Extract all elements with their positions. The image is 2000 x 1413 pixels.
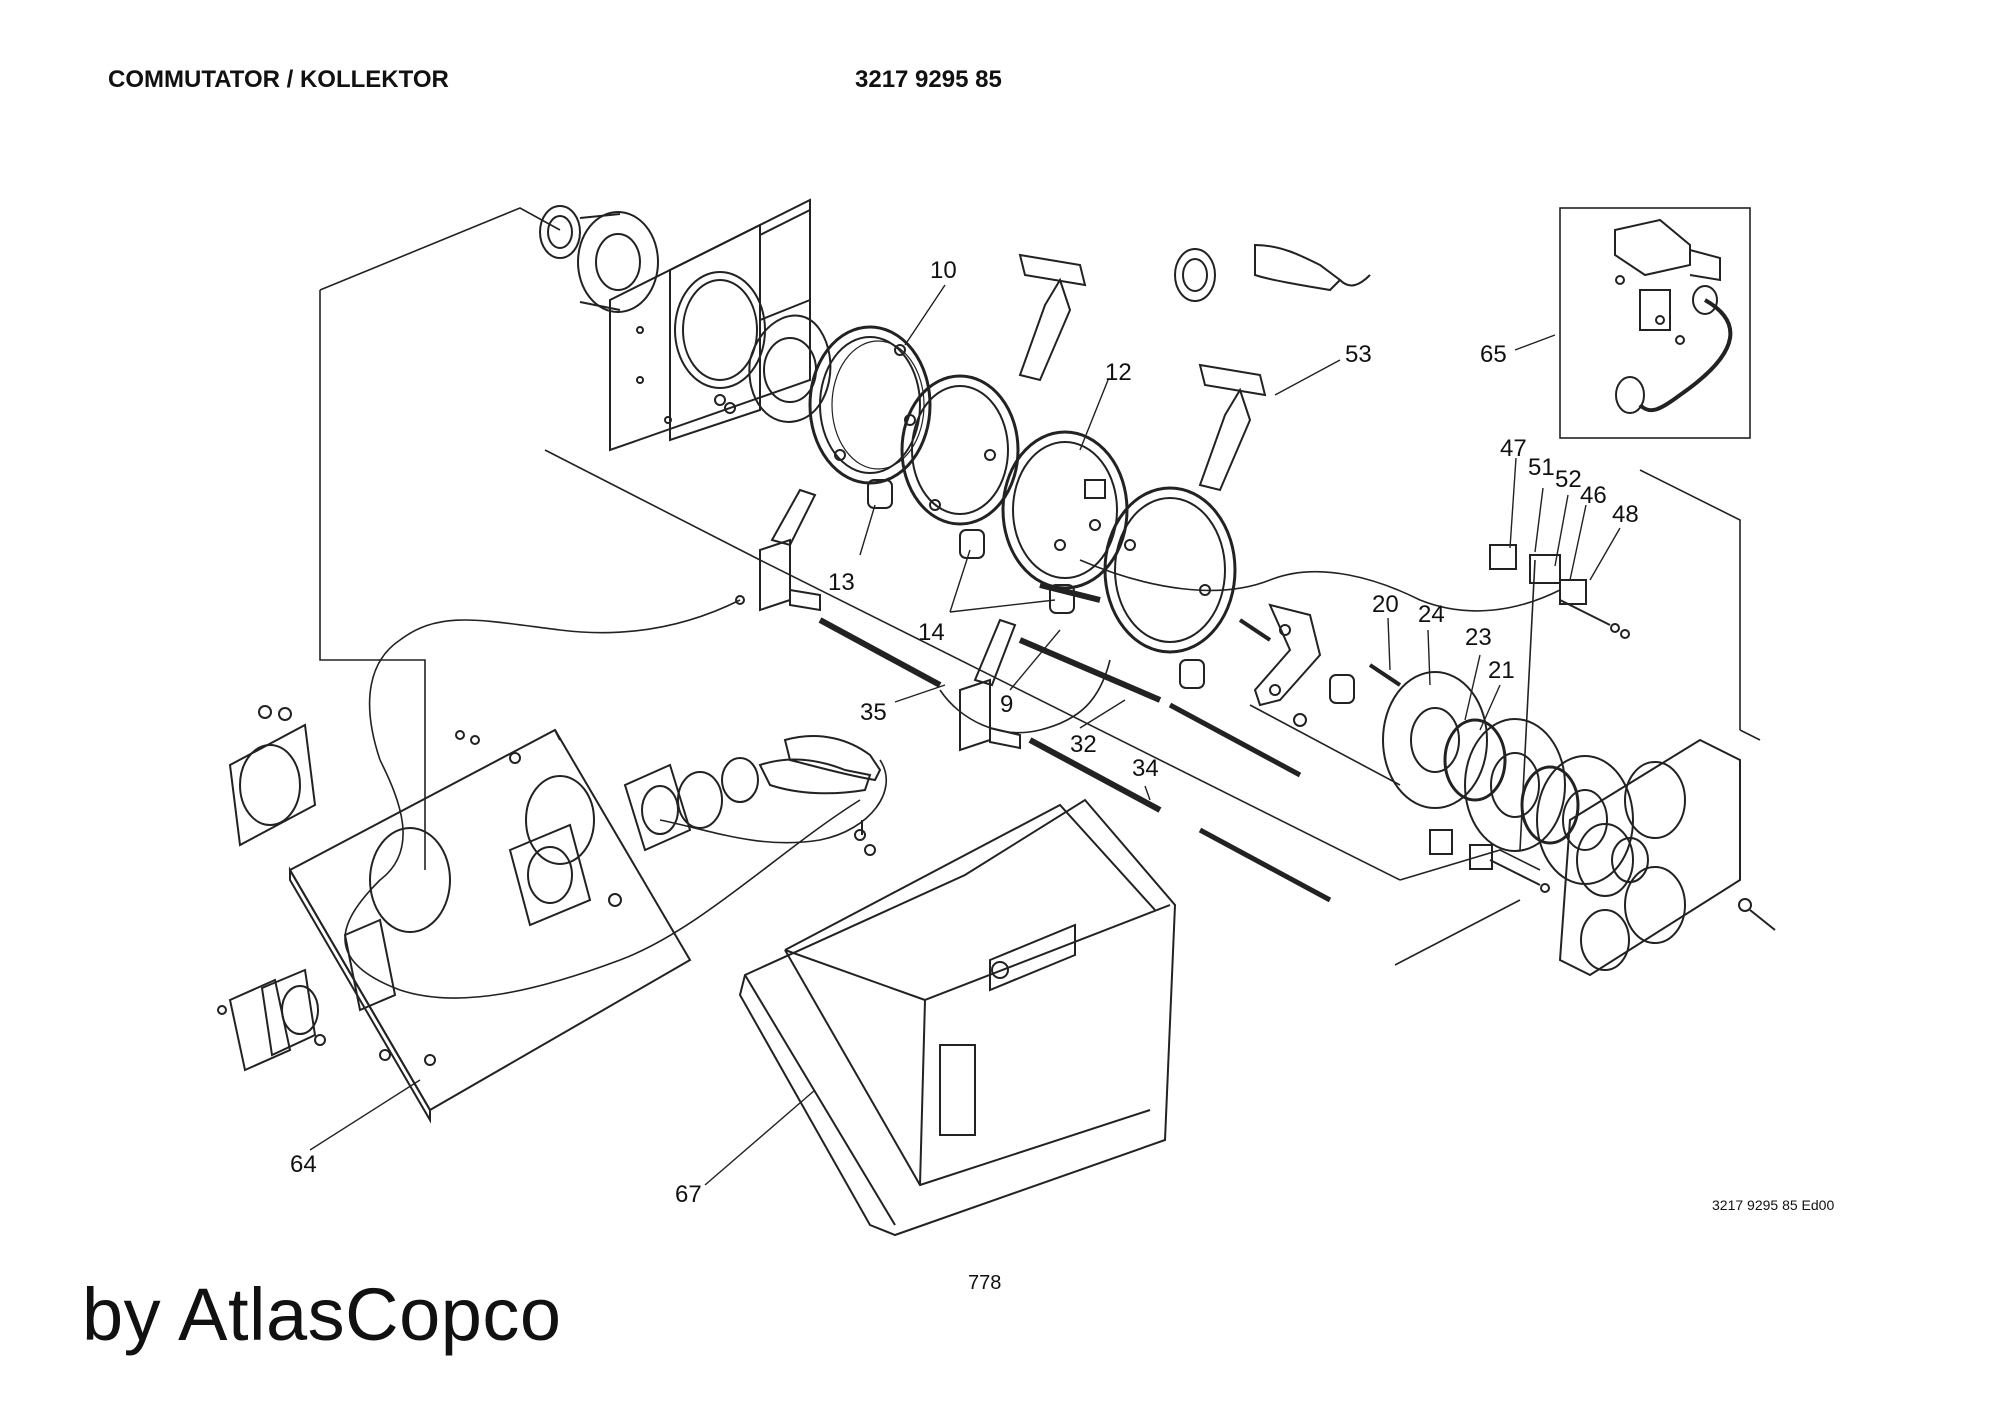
callout-labels: 10 12 13 14 9 35 32 34 53 65 47 51 52 46…: [290, 257, 1639, 1208]
clamp-lower: [1429, 829, 1550, 893]
brake-disk-2: [1464, 718, 1566, 852]
brake-disk-1: [1382, 671, 1488, 809]
callout-34: 34: [1132, 755, 1159, 782]
cables: [344, 559, 1561, 999]
seal-ring-2: [1520, 765, 1580, 845]
callout-12: 12: [1105, 359, 1132, 386]
callout-13: 13: [828, 569, 855, 596]
callout-48: 48: [1612, 501, 1639, 528]
seal-ring-1: [1443, 718, 1507, 802]
callout-14: 14: [918, 619, 945, 646]
slip-ring-2: [900, 374, 1020, 526]
brush-block-right: [1489, 544, 1630, 851]
leader-lines: [309, 284, 1621, 1186]
drawing-reference: 3217 9295 85 Ed00: [1712, 1197, 1835, 1213]
brush-holder-left: [735, 488, 821, 612]
support-bracket: [1253, 603, 1322, 727]
part-number: 3217 9295 85: [855, 66, 1002, 93]
callout-9: 9: [1000, 691, 1013, 718]
callout-20: 20: [1372, 591, 1399, 618]
callout-47: 47: [1500, 435, 1527, 462]
slip-ring-4: [1103, 486, 1237, 654]
brake-disk-3: [1536, 755, 1634, 885]
callout-23: 23: [1465, 624, 1492, 651]
brush-holder-top-1: [1018, 253, 1087, 382]
brush-holder-top-2: [1198, 363, 1267, 492]
flange-plate: [714, 314, 832, 423]
cable-gland-top: [1174, 243, 1371, 302]
shafts: [818, 582, 1402, 903]
brand-watermark: by AtlasCopco: [82, 1273, 562, 1356]
callout-21: 21: [1488, 657, 1515, 684]
slip-ring-3: [1001, 430, 1129, 590]
callout-35: 35: [860, 699, 887, 726]
callout-46: 46: [1580, 482, 1607, 509]
bearing-housing: [539, 205, 659, 313]
callout-32: 32: [1070, 731, 1097, 758]
gasket-plate: [228, 723, 317, 847]
housing-cover: [738, 798, 1177, 1237]
callout-65: 65: [1480, 341, 1507, 368]
gearbox-detail-box: [1559, 207, 1751, 439]
callout-24: 24: [1418, 601, 1445, 628]
callout-52: 52: [1555, 466, 1582, 493]
callout-64: 64: [290, 1151, 317, 1178]
page-title: COMMUTATOR / KOLLEKTOR: [108, 66, 449, 93]
fasteners-left: [258, 705, 876, 1061]
end-plate-right: [1558, 738, 1776, 977]
page-number: 778: [968, 1272, 1002, 1294]
callout-53: 53: [1345, 341, 1372, 368]
flange-mount: [623, 757, 759, 852]
mounting-plate: [609, 198, 811, 452]
cable-gland-left: [758, 734, 882, 795]
slip-ring-1: [808, 325, 932, 485]
spacers: [867, 479, 1355, 704]
callout-10: 10: [930, 257, 957, 284]
brush-holder-center: [959, 618, 1021, 752]
callout-67: 67: [675, 1181, 702, 1208]
housing-frame: [288, 728, 692, 1124]
assembly-outline-lines: [319, 207, 1761, 966]
callout-51: 51: [1528, 454, 1555, 481]
cover-plate-small: [217, 968, 319, 1072]
